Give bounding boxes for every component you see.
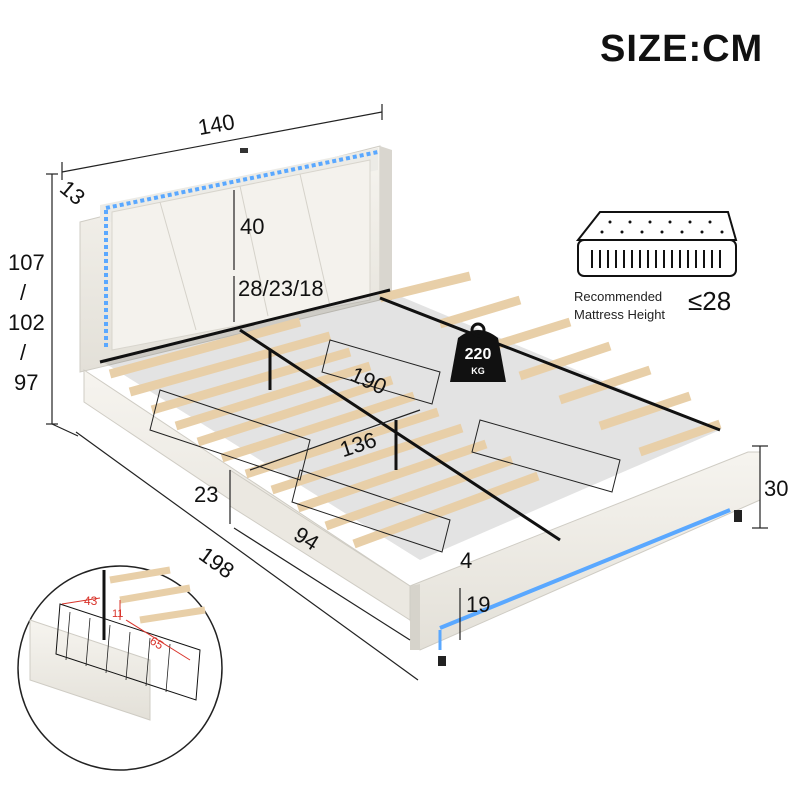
drawer-width-label: 43 <box>84 594 98 608</box>
footboard-height-label: 19 <box>466 592 491 617</box>
rail-thickness-label: 4 <box>460 548 473 573</box>
page-title: SIZE:CM <box>600 28 764 70</box>
weight-unit: KG <box>471 366 485 376</box>
total-height-1-label: 107 <box>8 250 45 275</box>
mattress-label-line2: Mattress Height <box>574 307 666 322</box>
mattress-height-value: ≤28 <box>688 286 732 316</box>
side-height-label: 23 <box>194 482 219 507</box>
mattress-icon <box>575 211 738 277</box>
total-height-2-label: 102 <box>8 310 45 335</box>
mattress-recommendation: Recommended Mattress Height <box>574 288 665 324</box>
drawers <box>149 339 621 553</box>
frame-height-label: 30 <box>764 476 789 501</box>
slats <box>99 271 722 560</box>
headboard-panel-label: 40 <box>240 214 265 239</box>
mattress-label-line1: Recommended <box>574 289 663 304</box>
height-separator-1: / <box>20 280 27 305</box>
headboard <box>79 145 392 373</box>
weight-badge <box>450 322 506 382</box>
height-separator-2: / <box>20 340 27 365</box>
slat-height-label: 28/23/18 <box>238 276 324 301</box>
drawer-detail-inset <box>17 565 223 771</box>
weight-value: 220 <box>464 346 492 363</box>
bed-frame <box>83 369 761 666</box>
total-height-3-label: 97 <box>14 370 39 395</box>
dimension-lines <box>46 104 768 681</box>
drawer-height-label: 11 <box>112 608 124 620</box>
